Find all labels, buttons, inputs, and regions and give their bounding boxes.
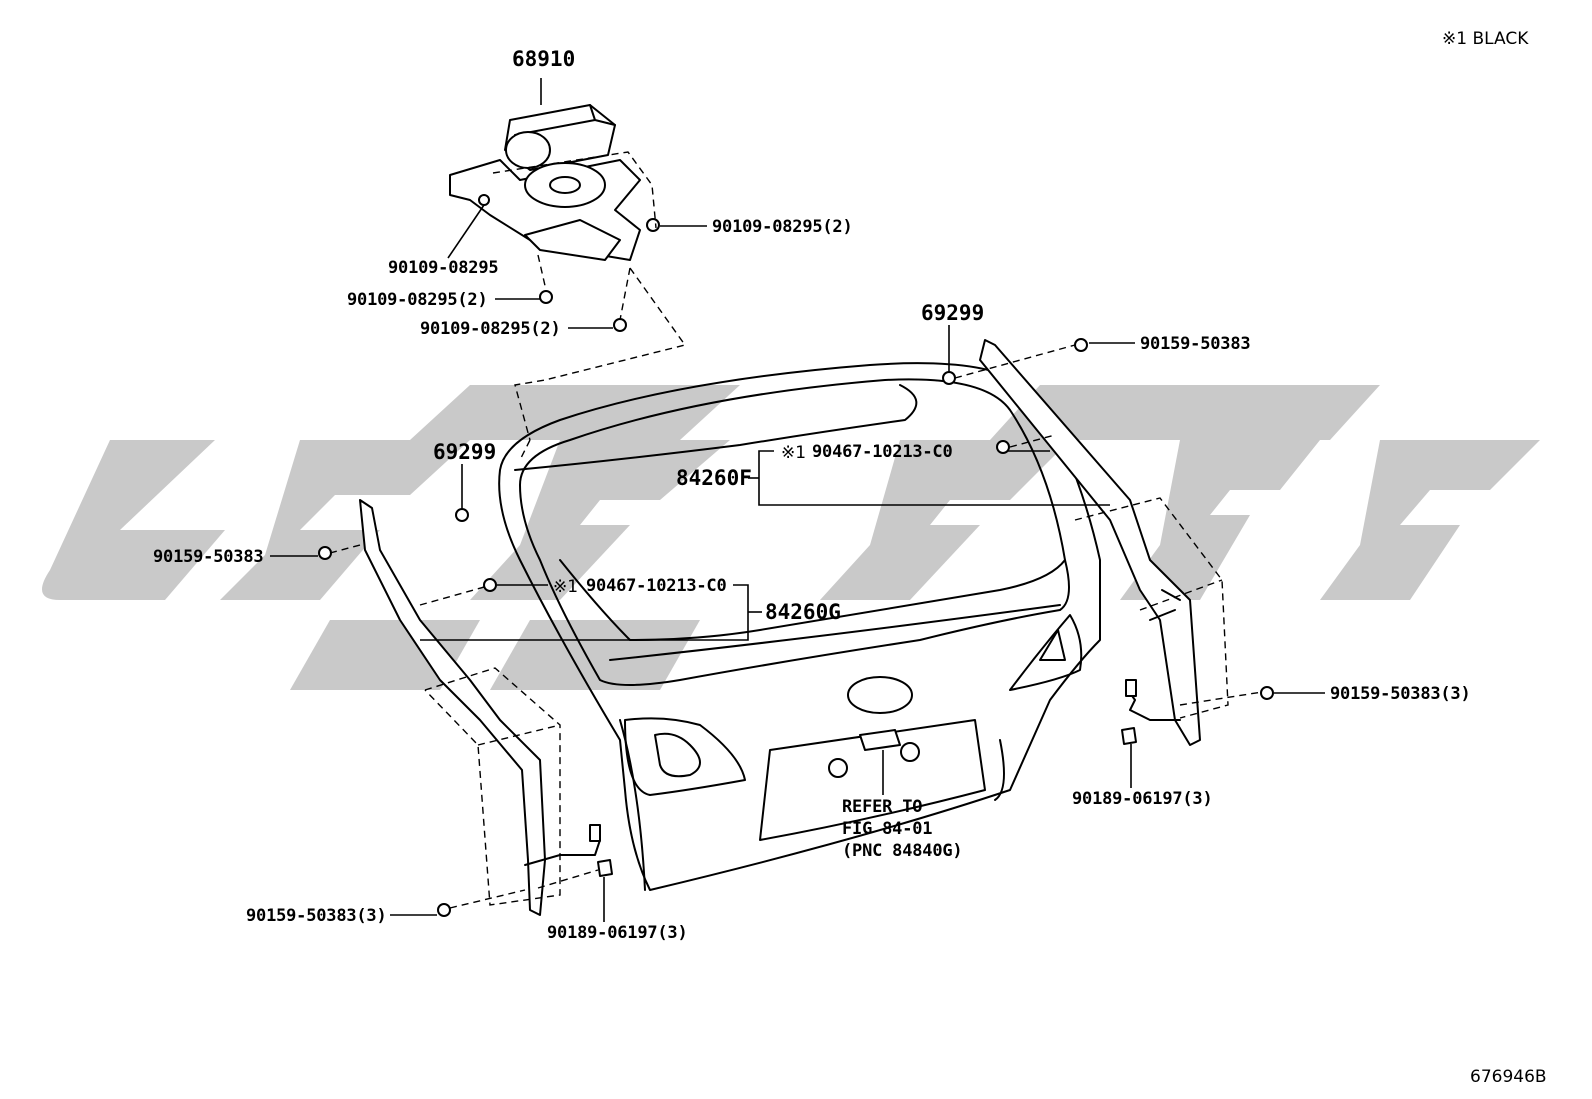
back-door-illustration [498,362,1101,891]
left-weatherstrip-illustration [318,499,613,917]
refer-line-1: REFER TO [842,797,922,817]
label-68910: 68910 [512,47,575,71]
label-mark-left: ※1 [553,577,578,597]
watermark-logo [42,385,1540,690]
label-90189-06197-3-right: 90189-06197(3) [1072,789,1213,809]
label-90109-08295-a: 90109-08295 [388,258,498,278]
right-weatherstrip-illustration [942,338,1274,746]
label-90467-10213-c0-left: 90467-10213-C0 [586,576,727,596]
label-90109-08295-d: 90109-08295(2) [420,319,561,339]
label-69299-right: 69299 [921,301,984,325]
label-90467-10213-c0-right: 90467-10213-C0 [812,442,953,462]
label-90159-50383-top: 90159-50383 [1140,334,1250,354]
label-69299-left: 69299 [433,440,496,464]
label-90159-50383-3-right: 90159-50383(3) [1330,684,1471,704]
label-90159-50383-3-left: 90159-50383(3) [246,906,387,926]
label-84260g: 84260G [765,600,841,624]
part-labels: ※1 BLACK 68910 90109-08295 90109-08295(2… [153,29,1547,1087]
label-mark-right: ※1 [781,443,806,463]
leader-lines [270,78,1325,922]
refer-line-3: (PNC 84840G) [842,841,962,861]
label-90189-06197-3-left: 90189-06197(3) [547,923,688,943]
label-90109-08295-b: 90109-08295(2) [712,217,853,237]
illustration-id: 676946B [1470,1067,1547,1087]
legend-note: ※1 BLACK [1442,29,1529,49]
label-90159-50383-left: 90159-50383 [153,547,263,567]
dashed-reference-lines [329,151,1263,909]
refer-line-2: FIG 84-01 [842,819,932,839]
label-84260f: 84260F [676,466,752,490]
label-90109-08295-c: 90109-08295(2) [347,290,488,310]
motor-assembly-illustration [449,104,660,332]
